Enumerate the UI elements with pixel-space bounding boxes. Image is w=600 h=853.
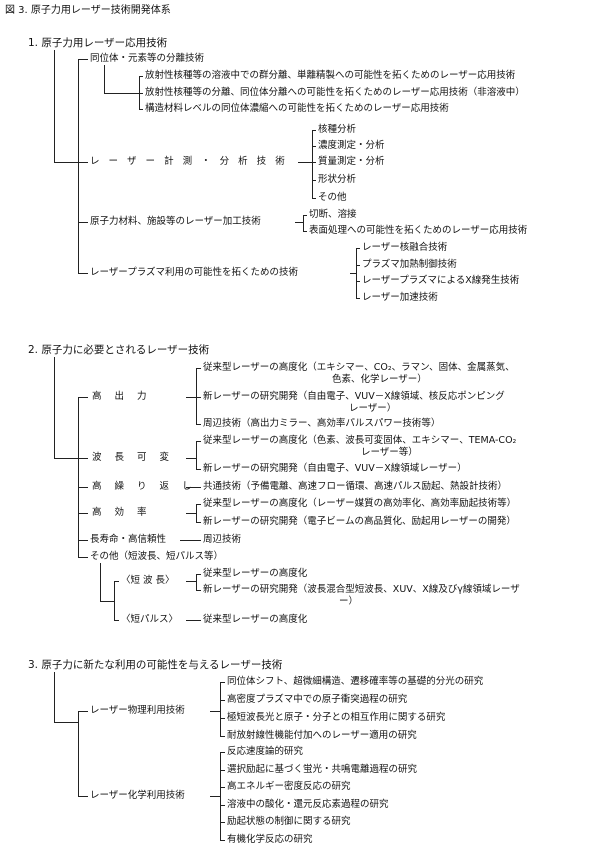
s2-efficiency-branch: [78, 513, 88, 514]
s2-shortpulse-label: 〈短パルス〉: [121, 614, 179, 625]
s1-plasma-branch: [78, 273, 88, 274]
s1-plasma-item: レーザー加速技術: [362, 292, 438, 303]
s1-isotope-branch: [78, 59, 88, 60]
s3-main-bracket: [78, 711, 79, 796]
s2-shortwave-label: 〈短 波 長〉: [121, 575, 175, 586]
s2-other-label: その他（短波長、短パルス等）: [90, 551, 224, 562]
s2-shortwave-item: 新レーザーの研究開発（波長混合型短波長、XUV、X線及びγ線領域レーザ: [203, 584, 520, 595]
s1-isotope-bracket: [139, 76, 140, 109]
s3-physics-item: 同位体シフト、超微細構造、遷移確率等の基礎的分光の研究: [227, 676, 484, 687]
s2-shortwave-item: 従来型レーザーの高度化: [203, 568, 308, 579]
section-1-title: 1. 原子力用レーザー応用技術: [28, 37, 168, 49]
s2-highpower-branch: [78, 397, 88, 398]
s3-chemistry-item: 反応速度論的研究: [227, 746, 304, 757]
s2-longlife-item: 周辺技術: [203, 534, 242, 545]
s2-longlife-branch: [78, 540, 88, 541]
s2-repetition-label: 高 繰 り 返 し: [92, 481, 197, 492]
s1-plasma-bracket: [356, 248, 357, 298]
s1-process-label: 原子力材料、施設等のレーザー加工技術: [90, 216, 261, 227]
s1-measure-label: レ ー ザ ー 計 測 ・ 分 析 技 術: [90, 156, 288, 167]
s3-chemistry-item: 高エネルギー密度反応の研究: [227, 781, 351, 792]
s1-isotope-link: [104, 93, 139, 94]
s2-main-bracket: [78, 397, 79, 557]
s2-highpower-item-cont: レーザー）: [349, 403, 397, 414]
s2-other-branch: [78, 557, 88, 558]
s3-trunk-line: [54, 672, 55, 722]
s1-main-bracket: [78, 59, 79, 273]
s3-chemistry-item: 選択励起に基づく蛍光・共鳴電離過程の研究: [227, 764, 418, 775]
s3-trunk-foot: [54, 722, 78, 723]
s2-highpower-item: 従来型レーザーの高度化（エキシマー、CO₂、ラマン、固体、金属蒸気、: [203, 362, 515, 373]
s3-physics-item: 耐放射線性機能付加へのレーザー適用の研究: [227, 730, 417, 741]
s2-wavelength-label: 波 長 可 変: [92, 452, 175, 463]
s2-wavelength-item: 従来型レーザーの高度化（色素、波長可変固体、エキシマー、TEMA-CO₂: [203, 435, 517, 446]
s2-highpower-label: 高 出 力: [92, 391, 152, 402]
s1-plasma-item: レーザー核融合技術: [362, 242, 448, 253]
s3-physics-branch: [78, 711, 88, 712]
s2-wavelength-item-cont: レーザー等）: [361, 447, 418, 458]
s1-plasma-item: プラズマ加熱制御技術: [362, 259, 457, 270]
s1-isotope-stem: [104, 65, 105, 93]
s1-isotope-item: 構造材料レベルの同位体濃縮への可能性を拓くためのレーザー応用技術: [145, 103, 449, 114]
s1-measure-bracket: [312, 130, 313, 198]
s2-shortwave-item-cont: ー）: [339, 596, 359, 607]
s2-efficiency-item: 従来型レーザーの高度化（レーザー媒質の高効率化、高効率励起技術等）: [203, 498, 517, 509]
s2-efficiency-bracket: [196, 504, 197, 522]
s2-other-stem: [100, 563, 101, 601]
s2-shortwave-bracket: [196, 574, 197, 590]
s3-chemistry-bracket: [220, 752, 221, 840]
s3-physics-item: 極短波長光と原子・分子との相互作用に関する研究: [227, 712, 446, 723]
s2-highpower-item: 周辺技術（高出力ミラー、高効率パルスパワー技術等）: [203, 418, 441, 429]
s2-efficiency-label: 高 効 率: [92, 507, 152, 518]
s3-physics-bracket: [220, 682, 221, 736]
s2-efficiency-item: 新レーザーの研究開発（電子ビームの高品質化、励起用レーザーの開発）: [203, 516, 516, 527]
s1-measure-item: 形状分析: [318, 174, 357, 185]
s1-process-item: 表面処理への可能性を拓くためのレーザー応用技術: [309, 225, 528, 236]
s2-highpower-item: 新レーザーの研究開発（自由電子、VUV－X線領域、核反応ポンピング: [203, 391, 505, 402]
s1-measure-branch: [78, 162, 88, 163]
s2-longlife-label: 長寿命・高信頼性: [90, 534, 167, 545]
s1-measure-item: 質量測定・分析: [318, 156, 385, 167]
s3-physics-label: レーザー物理利用技術: [90, 705, 185, 716]
s2-trunk-foot: [54, 458, 78, 459]
s2-trunk-line: [54, 357, 55, 458]
s1-measure-item: 核種分析: [318, 124, 357, 135]
s1-isotope-item: 放射性核種等の溶液中での群分離、単離精製への可能性を拓くためのレーザー応用技術: [145, 70, 516, 81]
s2-shortpulse-item: 従来型レーザーの高度化: [203, 614, 308, 625]
s2-wavelength-branch: [78, 458, 88, 459]
s1-measure-item: その他: [318, 192, 347, 203]
s1-process-bracket: [303, 215, 304, 231]
s2-highpower-item-cont: 色素、化学レーザー）: [332, 374, 427, 385]
s1-isotope-item: 放射性核種等の分離、同位体分離への可能性を拓くためのレーザー応用技術（非溶液中）: [145, 87, 525, 98]
s1-process-item: 切断、溶接: [309, 209, 357, 220]
section-2-title: 2. 原子力に必要とされるレーザー技術: [28, 344, 210, 356]
s1-trunk-line: [54, 50, 55, 162]
s2-repetition-branch: [78, 487, 88, 488]
s3-chemistry-label: レーザー化学利用技術: [90, 790, 185, 801]
s1-isotope-label: 同位体・元素等の分離技術: [90, 53, 205, 64]
s2-wavelength-item: 新レーザーの研究開発（自由電子、VUV－X線領域レーザー）: [203, 463, 467, 474]
s1-plasma-label: レーザープラズマ利用の可能性を拓くための技術: [90, 267, 299, 278]
s2-other-bracket: [114, 581, 115, 620]
s1-plasma-item: レーザープラズマによるX線発生技術: [362, 275, 520, 286]
s3-chemistry-branch: [78, 796, 88, 797]
s3-chemistry-item: 溶液中の酸化・還元反応素過程の研究: [227, 799, 389, 810]
s1-trunk-foot: [54, 162, 88, 163]
s2-wavelength-bracket: [196, 441, 197, 469]
s2-repetition-item: 共通技術（予備電離、高速フロー循環、高速パルス励起、熱設計技術）: [203, 481, 508, 492]
section-3-title: 3. 原子力に新たな利用の可能性を与えるレーザー技術: [28, 659, 283, 671]
s3-physics-item: 高密度プラズマ中での原子衝突過程の研究: [227, 694, 408, 705]
s1-process-branch: [78, 222, 88, 223]
s2-highpower-bracket: [196, 368, 197, 424]
figure-title: 図 3. 原子力用レーザー技術開発体系: [5, 5, 171, 16]
s1-measure-item: 濃度測定・分析: [318, 140, 385, 151]
s3-chemistry-item: 有機化学反応の研究: [227, 834, 313, 845]
s3-chemistry-item: 励起状態の制御に関する研究: [227, 816, 351, 827]
